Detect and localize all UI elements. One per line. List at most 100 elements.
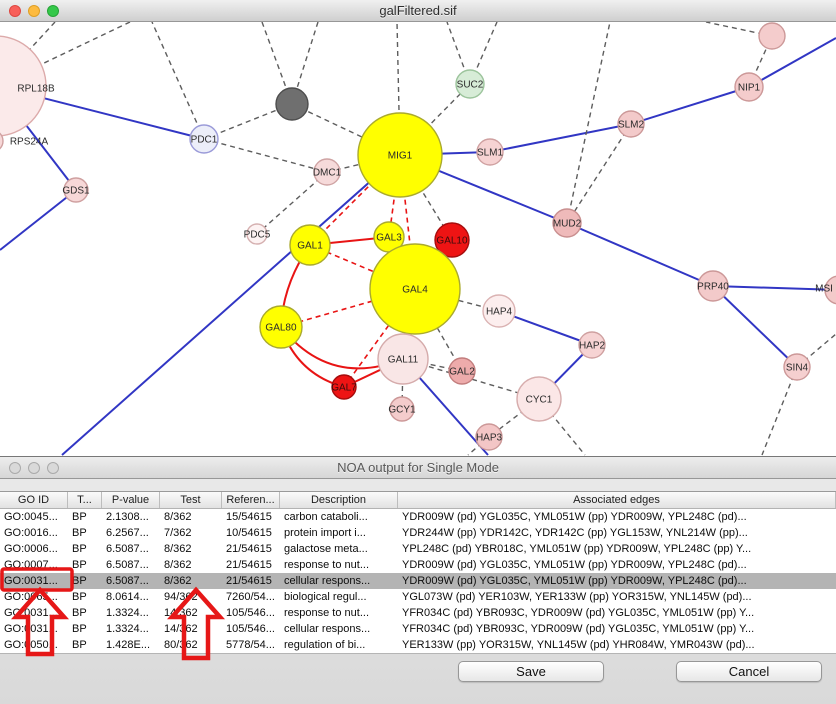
- edge-pd[interactable]: [203, 138, 328, 173]
- node-gal11[interactable]: [377, 333, 429, 385]
- node-gal4[interactable]: [369, 243, 461, 335]
- cell-description: cellular respons...: [284, 623, 371, 635]
- cell-go-id: GO:0007...: [4, 559, 58, 571]
- node-sin4[interactable]: [783, 353, 811, 381]
- node-gal7[interactable]: [331, 374, 357, 400]
- node-rpl18b[interactable]: [0, 35, 47, 137]
- edge-pd[interactable]: [256, 171, 328, 235]
- node-suc2[interactable]: [455, 69, 485, 99]
- node-dmc1[interactable]: [313, 158, 341, 186]
- column-header-go-id[interactable]: GO ID: [0, 492, 68, 508]
- cell-type: BP: [72, 591, 87, 603]
- column-header-test[interactable]: Test: [160, 492, 222, 508]
- edge-pd[interactable]: [399, 83, 471, 156]
- edge-pd[interactable]: [761, 366, 798, 456]
- close-window-button[interactable]: [9, 462, 21, 474]
- edge-pd[interactable]: [151, 21, 205, 140]
- node-hap4[interactable]: [482, 294, 516, 328]
- node-hap3[interactable]: [475, 423, 503, 451]
- column-header-type[interactable]: T...: [68, 492, 102, 508]
- node-mig1[interactable]: [357, 112, 443, 198]
- node-cyc1[interactable]: [516, 376, 562, 422]
- node-gal80[interactable]: [259, 305, 303, 349]
- node-pdc5[interactable]: [246, 223, 268, 245]
- edge-pp[interactable]: [630, 86, 750, 125]
- edge-pd[interactable]: [0, 21, 131, 86]
- node-gcy1[interactable]: [389, 396, 415, 422]
- node-label-gal10: GAL10: [436, 236, 468, 247]
- cell-type: BP: [72, 575, 87, 587]
- node-gal2[interactable]: [448, 357, 476, 385]
- edge-pp[interactable]: [0, 189, 77, 251]
- node-nip1[interactable]: [734, 72, 764, 102]
- column-header-associated-edges[interactable]: Associated edges: [398, 492, 836, 508]
- node-gal1[interactable]: [289, 224, 331, 266]
- cell-reference: 10/54615: [226, 527, 272, 539]
- cell-go-id: GO:0031...: [4, 575, 58, 587]
- minimize-window-button[interactable]: [28, 462, 40, 474]
- cell-go-id: GO:0016...: [4, 527, 58, 539]
- node-label-gal4: GAL4: [402, 285, 428, 296]
- edge-pp[interactable]: [748, 37, 836, 88]
- close-window-button[interactable]: [9, 5, 21, 17]
- cell-p-value: 8.0614...: [106, 591, 149, 603]
- noa-window-title: NOA output for Single Mode: [337, 460, 499, 475]
- node-gds1[interactable]: [63, 177, 89, 203]
- node-label-gal3: GAL3: [376, 233, 402, 244]
- cell-test: 14/362: [164, 607, 198, 619]
- minimize-window-button[interactable]: [28, 5, 40, 17]
- zoom-window-button[interactable]: [47, 5, 59, 17]
- node-prp40[interactable]: [697, 270, 729, 302]
- node-corner[interactable]: [758, 22, 786, 50]
- edge-pd[interactable]: [566, 123, 632, 224]
- edge-pp[interactable]: [712, 285, 836, 291]
- edge-pp[interactable]: [566, 222, 714, 287]
- cell-associated-edges: YFR034C (pd) YBR093C, YDR009W (pd) YGL03…: [402, 607, 755, 619]
- edge-pp[interactable]: [61, 154, 401, 456]
- zoom-window-button[interactable]: [47, 462, 59, 474]
- node-label-nip1: NIP1: [738, 83, 761, 94]
- node-msi[interactable]: [824, 275, 836, 305]
- cell-description: regulation of bi...: [284, 639, 366, 651]
- cell-associated-edges: YDR009W (pd) YGL035C, YML051W (pp) YDR00…: [402, 559, 747, 571]
- node-slm1[interactable]: [476, 138, 504, 166]
- node-gray1[interactable]: [275, 87, 309, 121]
- edge-pd[interactable]: [203, 103, 293, 140]
- node-label-slm1: SLM1: [477, 148, 504, 159]
- edge-pd[interactable]: [402, 358, 540, 400]
- cell-go-id: GO:0006...: [4, 543, 58, 555]
- node-mud2[interactable]: [552, 208, 582, 238]
- node-pdc1[interactable]: [189, 124, 219, 154]
- node-slm2[interactable]: [617, 110, 645, 138]
- column-header-p-value[interactable]: P-value: [102, 492, 160, 508]
- column-header-description[interactable]: Description: [280, 492, 398, 508]
- save-button[interactable]: Save: [458, 661, 604, 682]
- edge-pd[interactable]: [566, 21, 611, 224]
- cell-type: BP: [72, 511, 87, 523]
- cell-reference: 105/546...: [226, 623, 275, 635]
- edge-pp[interactable]: [489, 123, 632, 153]
- cell-test: 80/362: [164, 639, 198, 651]
- node-label-slm2: SLM2: [618, 120, 645, 131]
- node-rps24a[interactable]: [0, 130, 4, 152]
- column-header-reference[interactable]: Referen...: [222, 492, 280, 508]
- node-gal10[interactable]: [434, 222, 470, 258]
- edge-pp[interactable]: [712, 285, 798, 368]
- edge-pd[interactable]: [414, 288, 463, 372]
- cancel-button[interactable]: Cancel: [676, 661, 822, 682]
- node-label-prp40: PRP40: [697, 282, 729, 293]
- node-hap2[interactable]: [578, 331, 606, 359]
- cell-test: 14/362: [164, 623, 198, 635]
